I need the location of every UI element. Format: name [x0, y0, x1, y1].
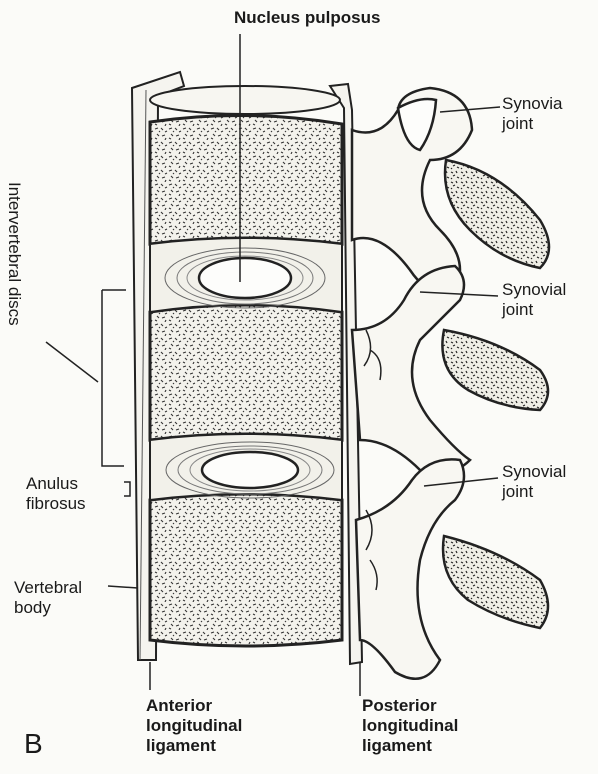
- nucleus-pulposus-upper: [199, 258, 291, 298]
- label-nucleus-pulposus: Nucleus pulposus: [234, 8, 380, 28]
- vertebral-body-bottom: [150, 494, 342, 646]
- label-anterior-longitudinal-ligament: Anterior longitudinal ligament: [146, 696, 242, 756]
- intervertebral-disc-upper: [150, 238, 342, 312]
- label-synovial-joint-bottom: Synovial joint: [502, 462, 566, 502]
- label-synovial-joint-top: Synovia joint: [502, 94, 562, 134]
- label-vertebral-body: Vertebral body: [14, 578, 82, 618]
- label-intervertebral-discs: Intervertebral discs: [2, 182, 24, 392]
- intervertebral-disc-lower: [150, 434, 342, 500]
- posterior-elements: [352, 88, 549, 679]
- label-posterior-longitudinal-ligament: Posterior longitudinal ligament: [362, 696, 458, 756]
- vertebral-body-top: [150, 86, 342, 244]
- nucleus-pulposus-lower: [202, 452, 298, 488]
- panel-letter: B: [24, 728, 43, 760]
- label-synovial-joint-middle: Synovial joint: [502, 280, 566, 320]
- label-anulus-fibrosus: Anulus fibrosus: [26, 474, 86, 514]
- vertebral-body-middle: [150, 305, 342, 440]
